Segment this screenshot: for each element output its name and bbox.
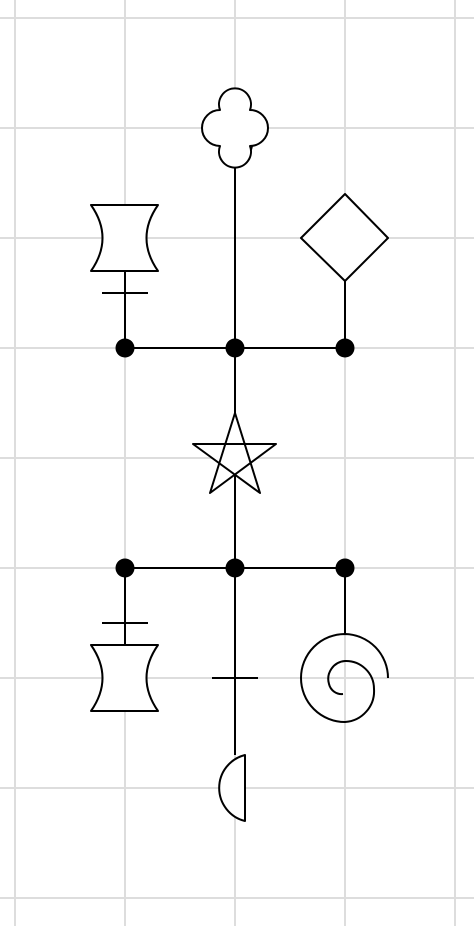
junction-dot (225, 558, 245, 578)
junction-dot (335, 558, 355, 578)
hourglass-icon (90, 204, 159, 272)
junction-dot (115, 558, 135, 578)
half-circle-icon (218, 754, 246, 822)
diamond-icon (300, 193, 389, 282)
tick-marks (102, 292, 258, 679)
junctions (115, 338, 355, 578)
spiral-icon (299, 632, 389, 724)
quatrefoil-icon (201, 87, 269, 169)
junction-dot (115, 338, 135, 358)
junction-dot (225, 338, 245, 358)
junction-dot (335, 338, 355, 358)
pentagram-star-icon (192, 412, 277, 494)
hourglass-icon (90, 644, 159, 712)
